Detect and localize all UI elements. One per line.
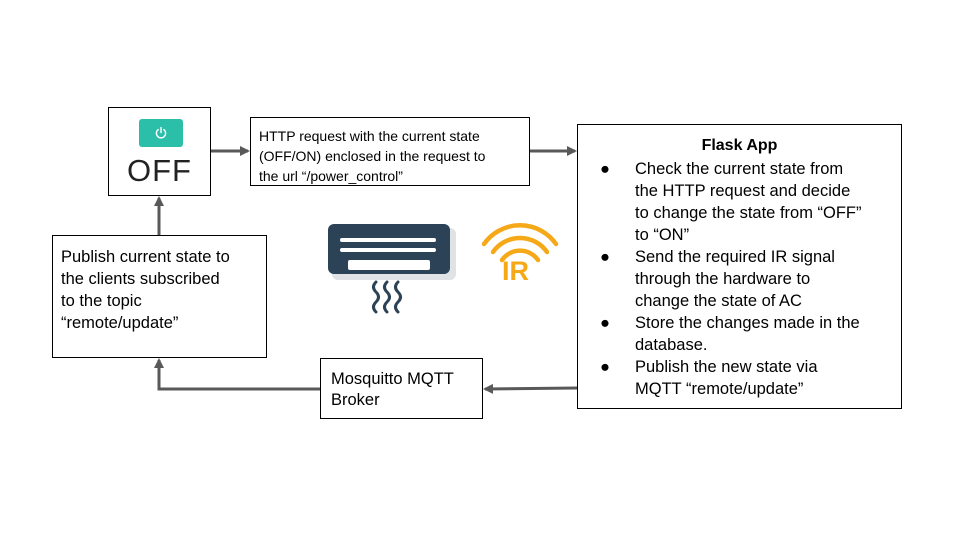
- publish-line: Publish current state to: [61, 248, 230, 266]
- flask-step-line: the HTTP request and decide: [635, 182, 851, 200]
- publish-line: “remote/update”: [61, 314, 179, 332]
- flask-step-line: MQTT “remote/update”: [635, 380, 804, 398]
- mqtt-broker-line: Broker: [331, 391, 380, 409]
- flask-step-line: database.: [635, 336, 708, 354]
- mqtt-broker-node: Mosquitto MQTT Broker: [320, 358, 483, 419]
- flask-step-line: Store the changes made in the: [635, 314, 860, 332]
- flask-step-line: Publish the new state via: [635, 358, 818, 376]
- http-request-line: the url “/power_control”: [259, 168, 403, 184]
- arrow-flask-to-mqtt: [483, 383, 578, 394]
- http-request-line: (OFF/ON) enclosed in the request to: [259, 148, 486, 164]
- bullet: ●: [600, 160, 610, 178]
- mqtt-broker-line: Mosquitto MQTT: [331, 370, 454, 388]
- bullet: ●: [600, 314, 610, 332]
- arrow-mqtt-to-publish: [154, 358, 320, 391]
- flask-step-line: Check the current state from: [635, 160, 844, 178]
- flask-step: ● Check the current state from the HTTP …: [600, 158, 901, 246]
- flask-step-line: Send the required IR signal: [635, 248, 835, 266]
- flask-app-steps: ● Check the current state from the HTTP …: [600, 158, 901, 400]
- flask-step-line: change the state of AC: [635, 292, 802, 310]
- ir-label: IR: [502, 256, 529, 286]
- power-button: [139, 119, 183, 147]
- publish-line: to the topic: [61, 292, 142, 310]
- infrared-signal-icon: IR: [480, 222, 560, 288]
- publish-state-node: Publish current state to the clients sub…: [52, 235, 267, 358]
- signal-waves-icon: [481, 223, 559, 263]
- flask-step: ● Publish the new state via MQTT “remote…: [600, 356, 901, 400]
- flask-step-line: to “ON”: [635, 226, 690, 244]
- http-request-line: HTTP request with the current state: [259, 128, 480, 144]
- power-icon: [155, 126, 167, 139]
- flask-app-title: Flask App: [701, 137, 778, 154]
- air-conditioner-icon: [328, 224, 456, 314]
- power-state-node: OFF: [108, 107, 211, 196]
- flask-step: ● Store the changes made in the database…: [600, 312, 901, 356]
- flask-app-node: Flask App ● Check the current state from…: [577, 124, 902, 409]
- http-request-node: HTTP request with the current state (OFF…: [250, 117, 530, 186]
- bullet: ●: [600, 358, 610, 376]
- power-state-label: OFF: [127, 153, 192, 188]
- bullet: ●: [600, 248, 610, 266]
- flask-step: ● Send the required IR signal through th…: [600, 246, 901, 312]
- publish-line: the clients subscribed: [61, 270, 220, 288]
- flask-step-line: to change the state from “OFF”: [635, 204, 862, 222]
- flask-step-line: through the hardware to: [635, 270, 811, 288]
